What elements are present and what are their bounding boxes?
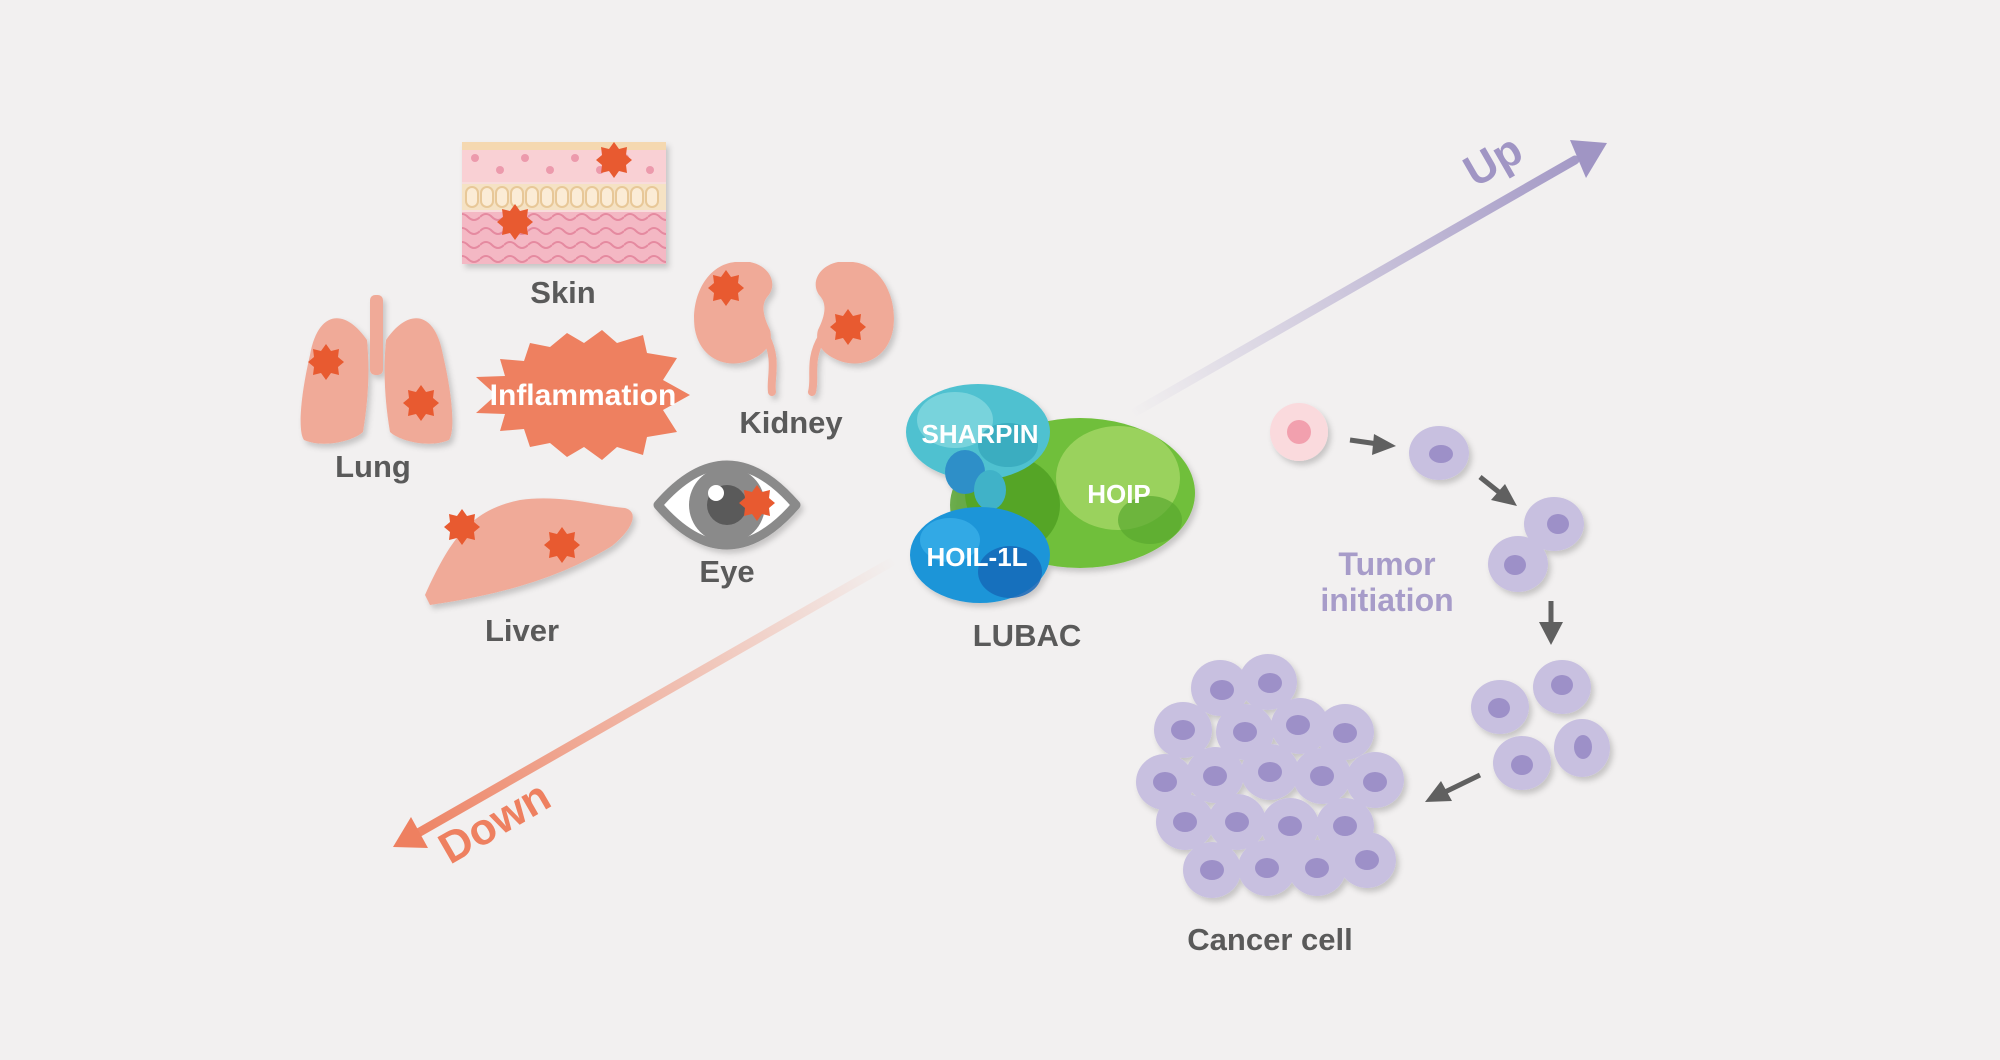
tumor-label-line1: Tumor [1338,546,1435,582]
skin-icon [462,142,666,264]
lesion-icon [497,204,533,240]
progression-arrow [1425,772,1482,802]
eye-icon [653,460,801,550]
lesion-icon [403,385,439,421]
lesion-icon [739,485,775,521]
cell-group-icon [1471,660,1610,790]
tumor-label-line2: initiation [1320,582,1453,618]
skin-label: Skin [530,275,595,310]
inflammation-label: Inflammation [490,379,677,412]
cell-icon [1409,426,1469,480]
lesion-icon [444,509,480,545]
lesion-icon [830,309,866,345]
lubac-label: LUBAC [973,618,1082,653]
lesion-icon [708,270,744,306]
lung-icon [300,295,453,444]
lesion-icon [544,527,580,563]
up-label: Up [1456,125,1531,197]
progression-arrow [1349,434,1396,455]
eye-label: Eye [699,554,754,589]
liver-label: Liver [485,613,559,648]
normal-cell-icon [1270,403,1328,461]
lesion-icon [308,344,344,380]
lung-label: Lung [335,449,411,484]
cancer-cell-cluster-icon [1136,654,1404,898]
up-arrow [1125,140,1607,420]
inflammation-burst [476,330,690,460]
dividing-cells-icon [1488,497,1584,592]
down-arrow [393,555,900,848]
hoil-1l-label: HOIL-1L [926,542,1027,572]
hoip-label: HOIP [1087,479,1151,509]
kidney-label: Kidney [739,405,843,440]
lubac-complex-icon [906,384,1195,603]
progression-arrow [1478,475,1517,506]
lesion-icon [596,142,632,178]
cancer-cell-label: Cancer cell [1187,922,1352,957]
liver-icon [425,498,633,605]
sharpin-label: SHARPIN [921,419,1038,449]
progression-arrow [1539,601,1563,645]
